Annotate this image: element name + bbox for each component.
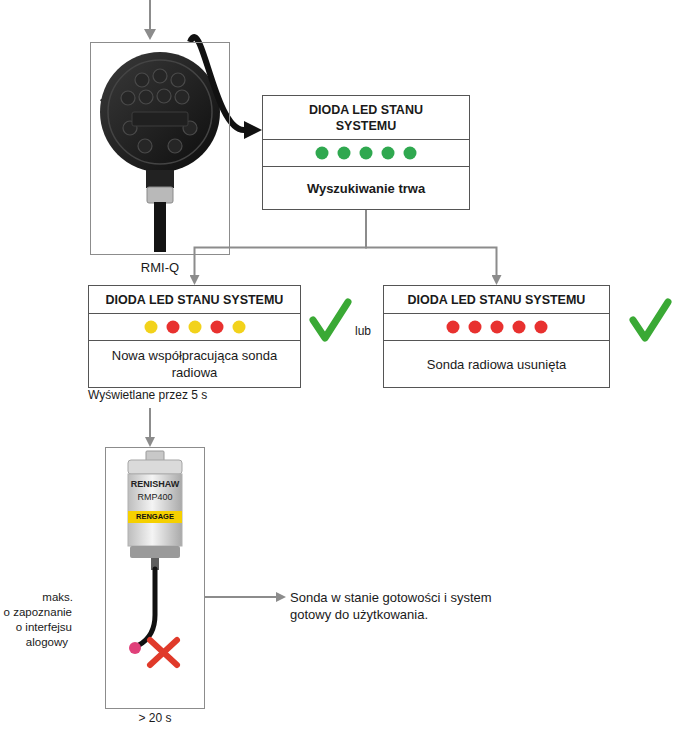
- led-heading: DIODA LED STANU SYSTEMU: [291, 96, 441, 139]
- led-status-box: DIODA LED STANU SYSTEMU Sonda radiowa us…: [383, 285, 610, 388]
- photo-caption: RMI-Q: [71, 260, 249, 276]
- technology-label: RENGAGE: [105, 512, 205, 522]
- model-label: RMP400: [105, 492, 205, 503]
- flow-arrow: [149, 408, 151, 437]
- flow-arrow: [205, 596, 276, 598]
- led-dots: [311, 144, 421, 162]
- photo-caption: > 20 s: [86, 711, 224, 726]
- led-state-text: Nowa współpracująca sonda radiowa: [89, 341, 300, 387]
- check-mark: [313, 302, 348, 338]
- led-state-text: Wyszukiwanie trwa: [263, 167, 469, 209]
- led-row: [384, 313, 609, 341]
- led-dots: [442, 318, 552, 336]
- flow-arrow: [366, 210, 497, 275]
- led-heading: DIODA LED STANU SYSTEMU: [100, 286, 290, 313]
- led-dots: [140, 318, 250, 336]
- incoming-arrow: [144, 0, 156, 40]
- result-text: Sonda w stanie gotowości i system gotowy…: [290, 589, 495, 623]
- device-photo-box: RMI-Q: [90, 42, 230, 255]
- curved-arrow: [190, 37, 244, 130]
- or-label: lub: [355, 324, 371, 339]
- cut-note: o zapoznanie: [4, 605, 72, 620]
- cut-note: maks.: [42, 590, 73, 605]
- node-text: Sonda w stanie gotowości i system gotowy…: [290, 589, 495, 623]
- check-mark: [633, 302, 668, 338]
- led-status-box: DIODA LED STANU SYSTEMU Wyszukiwanie trw…: [262, 95, 470, 210]
- led-heading: DIODA LED STANU SYSTEMU: [402, 286, 592, 313]
- cross-mark: [150, 640, 177, 665]
- cut-note: o interfejsu: [16, 620, 72, 635]
- duration-note: Wyświetlane przez 5 s: [88, 388, 207, 403]
- led-state-text: Sonda radiowa usunięta: [384, 341, 609, 387]
- brand-label: RENISHAW: [105, 479, 205, 490]
- led-status-box: DIODA LED STANU SYSTEMU Nowa współpracuj…: [88, 285, 301, 388]
- cut-note: alogowy: [26, 635, 68, 650]
- rmi-q-illustration: [100, 52, 220, 252]
- led-row: [89, 313, 300, 341]
- led-row: [263, 139, 469, 167]
- flow-arrow: [195, 210, 367, 275]
